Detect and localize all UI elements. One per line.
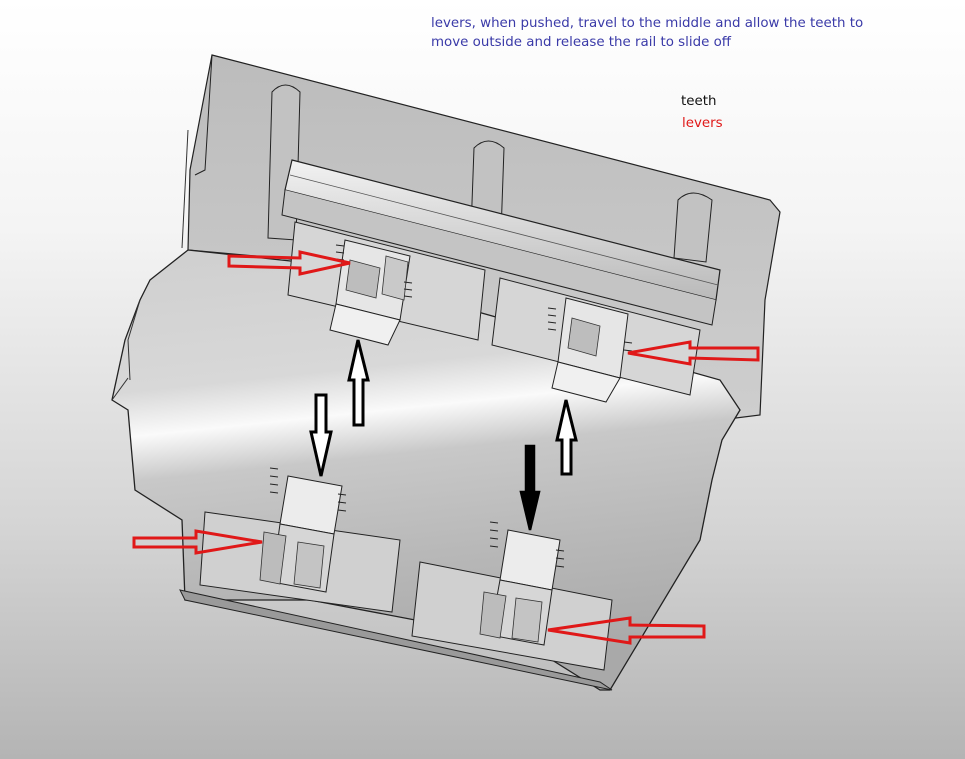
tooth-lower-right <box>479 521 565 646</box>
tooth-upper-right <box>547 297 633 403</box>
tooth-lower-left <box>259 467 347 593</box>
lever-arrow-upper-right <box>627 340 760 366</box>
lever-arrow-upper-left <box>227 250 351 276</box>
instruction-caption: levers, when pushed, travel to the middl… <box>431 16 864 50</box>
push-arrow-up-right <box>555 399 578 476</box>
legend-teeth-label: teeth <box>681 94 717 109</box>
tooth-upper-left <box>329 239 413 346</box>
legend-levers-label: levers <box>682 116 723 131</box>
upper-rail <box>281 159 721 326</box>
push-arrow-down-right <box>519 444 541 531</box>
lever-arrow-lower-left <box>132 529 263 555</box>
push-arrow-up-left <box>347 339 370 427</box>
push-arrow-down-left <box>309 393 333 477</box>
lever-arrow-lower-right <box>547 616 706 645</box>
